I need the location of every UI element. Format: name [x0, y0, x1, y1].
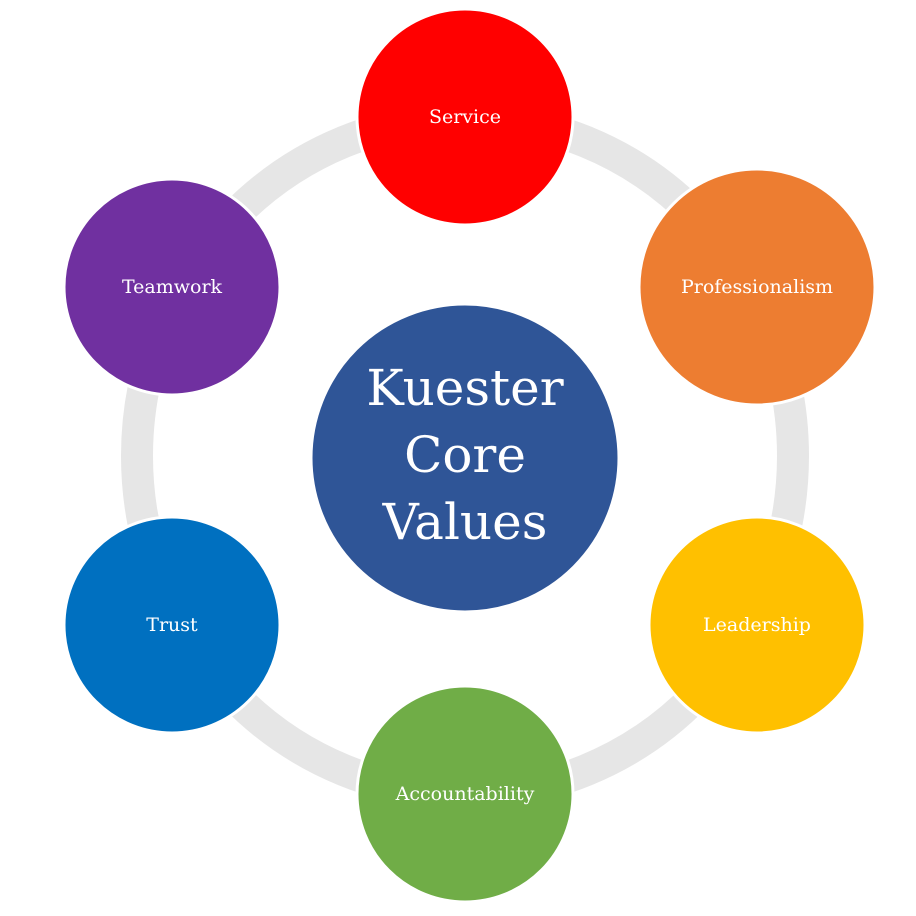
value-label-trust: Trust: [146, 614, 198, 636]
value-circle-service: [355, 7, 575, 227]
value-node-accountability: Accountability: [355, 684, 575, 904]
value-node-service: Service: [355, 7, 575, 227]
value-label-accountability: Accountability: [395, 783, 535, 805]
center-title-line-2: Core: [404, 426, 526, 484]
value-node-teamwork: Teamwork: [62, 177, 282, 397]
value-nodes: Service Professionalism Leadership Accou…: [62, 7, 877, 904]
value-label-professionalism: Professionalism: [681, 276, 833, 298]
center-circle: [309, 302, 621, 614]
value-circle-accountability: [355, 684, 575, 904]
value-circle-teamwork: [62, 177, 282, 397]
value-node-professionalism: Professionalism: [637, 167, 877, 407]
value-circle-professionalism: [637, 167, 877, 407]
center-title-line-1: Kuester: [366, 359, 563, 417]
value-node-leadership: Leadership: [647, 515, 867, 735]
value-label-leadership: Leadership: [703, 614, 811, 636]
value-node-trust: Trust: [62, 515, 282, 735]
value-label-teamwork: Teamwork: [122, 276, 223, 298]
value-circle-leadership: [647, 515, 867, 735]
value-label-service: Service: [429, 106, 501, 128]
center-title-line-3: Values: [382, 493, 548, 551]
center-node: Kuester Core Values: [309, 302, 621, 614]
value-circle-trust: [62, 515, 282, 735]
